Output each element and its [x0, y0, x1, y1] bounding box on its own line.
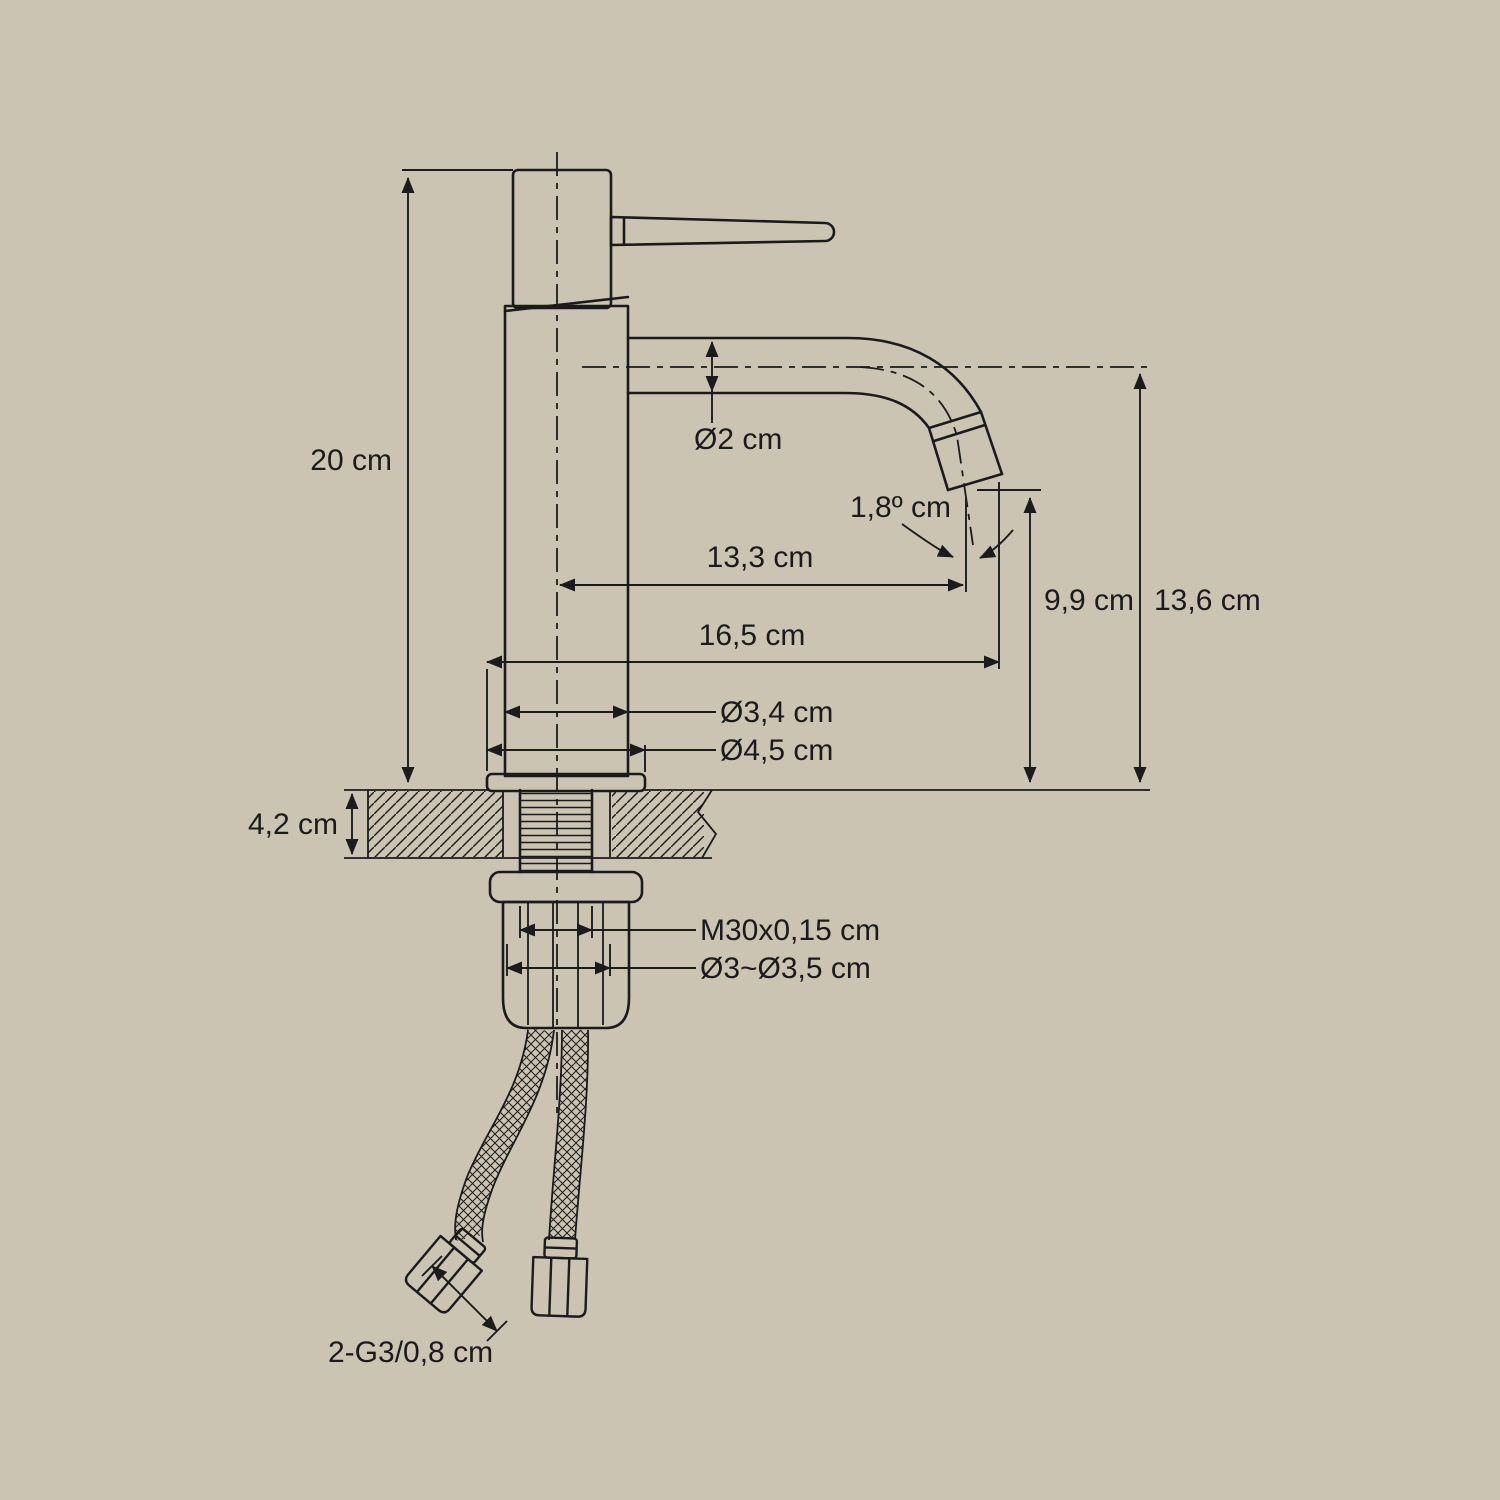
dimension-label-hole-diameter: Ø3~Ø3,5 cm: [700, 952, 871, 985]
dimension-body-diameter: Ø3,4 cm: [504, 696, 833, 729]
spout-inner-edge: [626, 391, 950, 492]
body-column: [503, 304, 630, 778]
dimension-tip-angle: 1,8º cm: [850, 491, 1014, 559]
dimension-label-spout-diameter: Ø2 cm: [694, 423, 782, 456]
centerlines: [556, 152, 1148, 1120]
hose-right-braid: [548, 1029, 589, 1239]
dimension-thread-spec: M30x0,15 cm: [519, 906, 880, 947]
dimension-label-base-diameter: Ø4,5 cm: [720, 734, 833, 767]
faucet-body: [485, 295, 647, 793]
dimension-spout-diameter: Ø2 cm: [694, 341, 782, 456]
handle-lever: [609, 215, 836, 247]
dimension-hole-diameter: Ø3~Ø3,5 cm: [506, 944, 871, 985]
dimension-outlet-height: 9,9 cm: [977, 489, 1134, 783]
spout-outer-edge: [626, 336, 1004, 476]
counter-hatch-right: [612, 791, 704, 857]
spout-bend-centerline: [859, 366, 974, 546]
hose-left-braid: [454, 1028, 555, 1241]
countertop-section: [344, 789, 1150, 859]
dimension-spout-height: 13,6 cm: [1133, 373, 1261, 783]
dimension-label-tip-angle: 1,8º cm: [850, 491, 951, 524]
dimension-label-thread-spec: M30x0,15 cm: [700, 914, 880, 947]
dimension-label-deck-thickness: 4,2 cm: [248, 808, 338, 841]
faucet-handle: [511, 168, 836, 310]
aerator-joint-line-1: [927, 410, 983, 430]
hose-left-edge-2: [481, 1029, 555, 1243]
hose-left-edge-1: [454, 1029, 529, 1241]
hose-right-edge-1: [548, 1029, 563, 1241]
mounting-nut: [501, 900, 631, 1030]
faucet-drawing: [344, 152, 1150, 1319]
dimension-total-height: 20 cm: [310, 169, 513, 783]
mounting-hardware: [488, 788, 644, 1030]
dimension-label-outlet-height: 9,9 cm: [1044, 584, 1134, 617]
shank-threads: [520, 790, 592, 872]
hose-right-edge-2: [574, 1029, 589, 1241]
counter-break-edge: [696, 789, 718, 859]
hose-right-connector-nut: [530, 1235, 590, 1319]
dimension-deck-thickness: 4,2 cm: [248, 793, 359, 855]
dimension-hose-connection: 2-G3/0,8 cm: [328, 1255, 508, 1369]
dimension-reach-to-outlet: 13,3 cm: [559, 498, 967, 592]
dimension-label-total-height: 20 cm: [310, 444, 392, 477]
supply-hoses: [401, 1028, 590, 1319]
counter-hatch-left: [368, 791, 503, 857]
spout-outlet-face: [946, 472, 1004, 492]
dimension-label-body-diameter: Ø3,4 cm: [720, 696, 833, 729]
dimension-base-diameter: Ø4,5 cm: [486, 734, 833, 772]
dimension-label-total-reach: 16,5 cm: [699, 619, 806, 652]
mounting-washer: [488, 870, 644, 904]
dimension-label-reach-to-outlet: 13,3 cm: [707, 541, 814, 574]
dimension-label-hose-connection: 2-G3/0,8 cm: [328, 1336, 493, 1369]
faucet-spout: [626, 336, 1004, 492]
dimension-annotations: 20 cm Ø2 cm 1,8º cm 13,3 cm 9,9 cm 13,6 …: [248, 169, 1261, 1369]
dimension-label-spout-height: 13,6 cm: [1154, 584, 1261, 617]
body-seam: [503, 295, 630, 313]
aerator-joint-line-2: [932, 423, 987, 443]
cartridge-body: [511, 168, 613, 310]
